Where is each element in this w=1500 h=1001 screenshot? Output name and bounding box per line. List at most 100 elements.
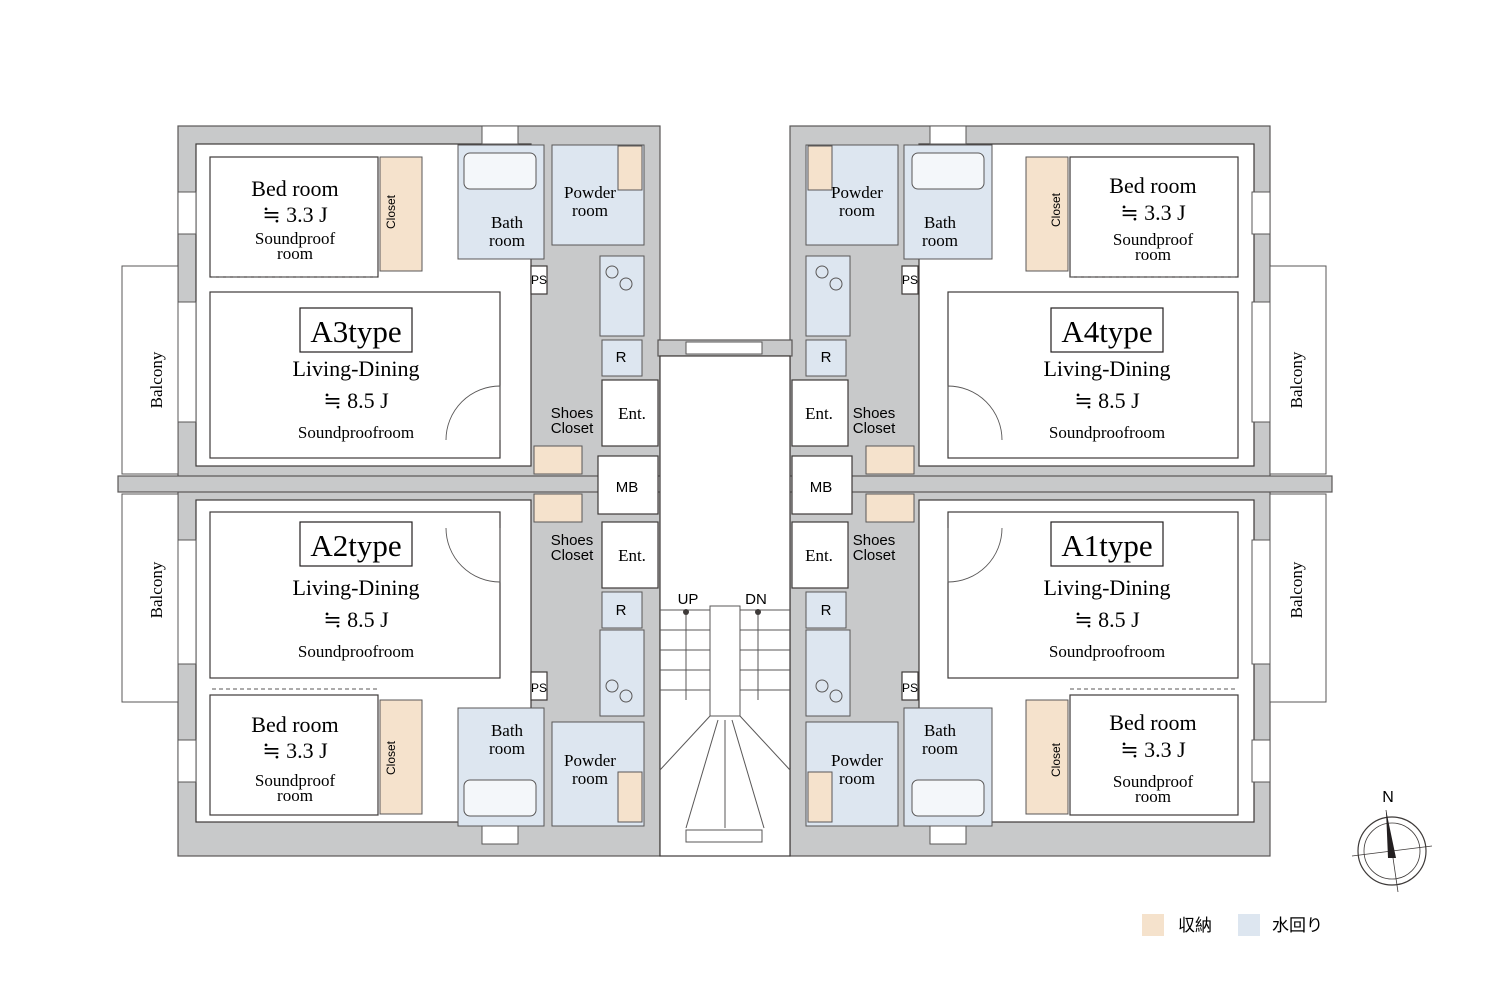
a3-bath-label-1: Bath <box>491 213 524 232</box>
a4-entrance-label: Ent. <box>805 404 833 423</box>
balcony-a1 <box>1269 493 1327 703</box>
a1-kitchen <box>805 629 851 717</box>
a1-ps-label: PS <box>902 681 918 695</box>
a1-closet-label: Closet <box>1049 742 1063 777</box>
windows <box>177 125 1271 845</box>
a3-closet-label: Closet <box>384 194 398 229</box>
a1-powder-label-2: room <box>839 769 875 788</box>
a1-bedroom-note-1: Soundproof <box>1113 772 1194 791</box>
a1-bath-label-1: Bath <box>924 721 957 740</box>
a4-closet-label: Closet <box>1049 192 1063 227</box>
a2-shoes-closet <box>533 493 583 523</box>
a4-powder-label-2: room <box>839 201 875 220</box>
a4-fridge <box>805 339 847 377</box>
a4-kitchen <box>805 255 851 337</box>
unit-a1 <box>731 493 1255 827</box>
a4-living-note: Soundproofroom <box>1049 423 1165 442</box>
a4-type-label: A4type <box>1061 314 1152 349</box>
legend-storage-label: 収納 <box>1178 916 1212 936</box>
a2-living-area: ≒ 8.5 J <box>323 607 389 632</box>
a2-bedroom <box>209 694 379 816</box>
a4-type-box <box>1050 307 1164 353</box>
a1-living-label: Living-Dining <box>1043 575 1170 600</box>
a1-ps <box>901 671 919 701</box>
balcony-a2 <box>121 493 179 703</box>
a1-entrance <box>791 521 849 589</box>
a1-fridge-label: R <box>821 602 832 619</box>
a3-powder-label-2: room <box>572 201 608 220</box>
a3-kitchen <box>599 255 645 337</box>
a2-living-note: Soundproofroom <box>298 642 414 661</box>
a4-ps-label: PS <box>902 273 918 287</box>
a2-bedroom-label: Bed room <box>251 712 338 737</box>
a2-entrance <box>601 521 659 589</box>
a2-kitchen <box>599 629 645 717</box>
a4-shoes-label-2: Closet <box>853 420 896 437</box>
a4-living-label: Living-Dining <box>1043 356 1170 381</box>
a3-bath-label-2: room <box>489 231 525 250</box>
a1-shoes-closet <box>865 493 915 523</box>
a1-bedroom-note-2: room <box>1135 787 1171 806</box>
a1-shoes-label-1: Shoes <box>853 532 896 549</box>
a3-shoes-label-1: Shoes <box>551 405 594 422</box>
a1-type-label: A1type <box>1061 528 1152 563</box>
a1-entrance-label: Ent. <box>805 546 833 565</box>
legend-water-swatch <box>1238 914 1260 936</box>
compass: N <box>1351 789 1433 893</box>
a3-entrance <box>601 379 659 447</box>
a3-type-label: A3type <box>310 314 401 349</box>
a2-powder-label-2: room <box>572 769 608 788</box>
a3-entrance-label: Ent. <box>618 404 646 423</box>
a2-shoes-label-1: Shoes <box>551 532 594 549</box>
a1-living-area: ≒ 8.5 J <box>1074 607 1140 632</box>
a2-living-label: Living-Dining <box>292 575 419 600</box>
a4-bedroom-note-1: Soundproof <box>1113 230 1194 249</box>
a1-fridge <box>805 591 847 629</box>
a3-closet <box>379 156 423 272</box>
a2-bath-label-2: room <box>489 739 525 758</box>
unit-a2 <box>195 493 719 827</box>
a4-living-area: ≒ 8.5 J <box>1074 388 1140 413</box>
a3-bedroom-area: ≒ 3.3 J <box>262 202 328 227</box>
a3-bedroom-note-2: room <box>277 244 313 263</box>
a3-fridge-label: R <box>616 349 627 366</box>
a3-ps-label: PS <box>531 273 547 287</box>
a3-type-box <box>299 307 413 353</box>
a1-powder-label-1: Powder <box>831 751 883 770</box>
a3-bedroom-label: Bed room <box>251 176 338 201</box>
a2-bedroom-area: ≒ 3.3 J <box>262 738 328 763</box>
mb-left <box>597 455 659 515</box>
stairs-down-label: DN <box>745 591 767 608</box>
a3-shoes-closet <box>533 445 583 475</box>
mb-right <box>791 455 853 515</box>
a2-ps <box>530 671 548 701</box>
mb-right-label: MB <box>810 479 833 496</box>
a3-living-note: Soundproofroom <box>298 423 414 442</box>
a3-powder-label-1: Powder <box>564 183 616 202</box>
legend-storage-swatch <box>1142 914 1164 936</box>
a3-fridge <box>601 339 643 377</box>
a1-type-box <box>1050 521 1164 567</box>
a3-bedroom-note-1: Soundproof <box>255 229 336 248</box>
a4-closet <box>1025 156 1069 272</box>
a2-balcony-label: Balcony <box>147 561 166 618</box>
a1-living-note: Soundproofroom <box>1049 642 1165 661</box>
balcony-a4 <box>1269 265 1327 475</box>
a4-bath-label-2: room <box>922 231 958 250</box>
balconies <box>121 265 1327 703</box>
stairs-up-label: UP <box>678 591 699 608</box>
a1-balcony-label: Balcony <box>1287 561 1306 618</box>
a2-bath-label-1: Bath <box>491 721 524 740</box>
a3-living-area: ≒ 8.5 J <box>323 388 389 413</box>
a2-powder-label-1: Powder <box>564 751 616 770</box>
a3-ps <box>530 265 548 295</box>
a2-entrance-label: Ent. <box>618 546 646 565</box>
a2-ps-label: PS <box>531 681 547 695</box>
a3-living-label: Living-Dining <box>292 356 419 381</box>
a2-closet <box>379 699 423 815</box>
a3-shoes-label-2: Closet <box>551 420 594 437</box>
a4-bedroom <box>1069 156 1239 278</box>
legend: 収納 水回り <box>1142 914 1323 936</box>
unit-a4 <box>731 143 1255 475</box>
